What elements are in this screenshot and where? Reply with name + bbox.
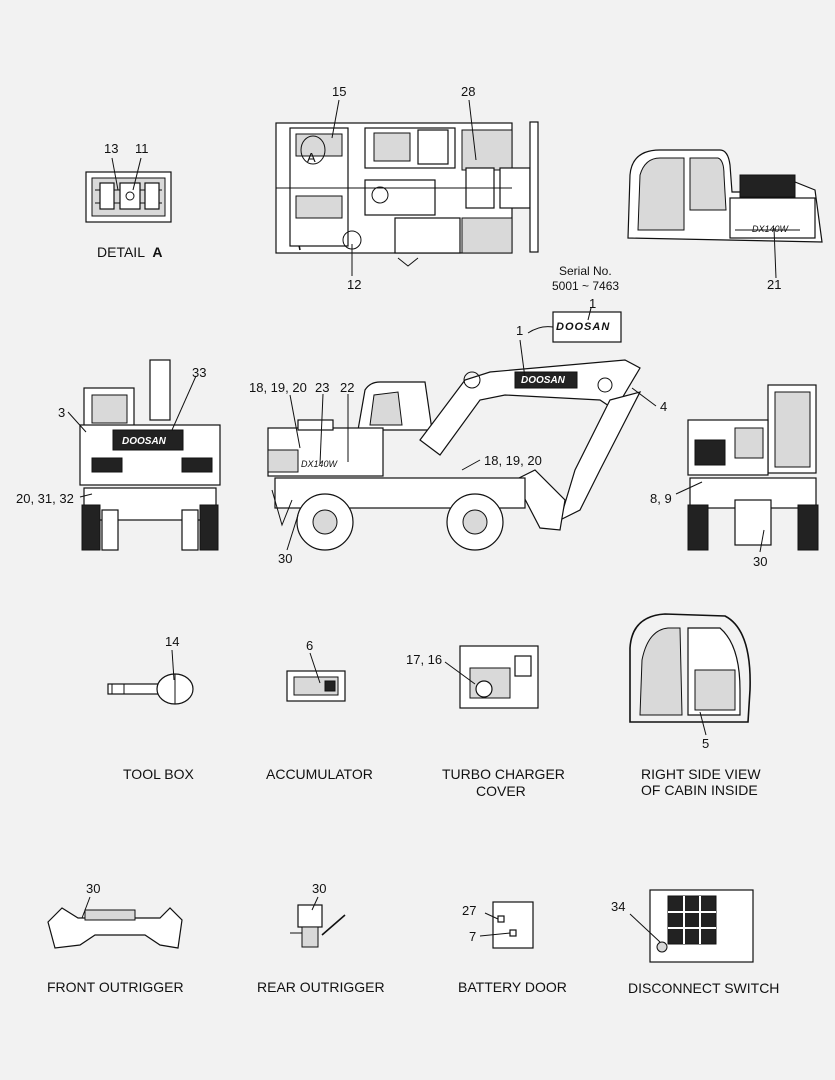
serial-range-label: 5001 ~ 7463	[552, 279, 620, 293]
callout-34: 34	[611, 899, 626, 914]
rear-view-drawing	[675, 384, 819, 553]
callout-17-16: 17, 16	[406, 652, 443, 667]
front-logo: DOOSAN	[122, 436, 166, 447]
callout-22: 22	[340, 380, 355, 395]
callout-a: A	[307, 150, 316, 165]
callout-23: 23	[315, 380, 330, 395]
callout-5: 5	[702, 736, 710, 751]
callout-20-31-32: 20, 31, 32	[16, 491, 74, 506]
front-outrigger-drawing	[47, 896, 183, 949]
callout-8-9: 8, 9	[650, 491, 672, 506]
top-view-drawing	[275, 99, 539, 276]
front-view-drawing	[67, 359, 221, 551]
callout-14: 14	[165, 634, 180, 649]
callout-3: 3	[58, 405, 66, 420]
callout-6: 6	[306, 638, 314, 653]
callout-1-boom: 1	[516, 323, 524, 338]
callout-18-19-20-right: 18, 19, 20	[484, 453, 542, 468]
cab-model-label: DX140W	[752, 224, 789, 234]
callout-21: 21	[767, 277, 782, 292]
battery-door-caption: BATTERY DOOR	[458, 979, 567, 995]
callout-28: 28	[461, 84, 476, 99]
serial-logo-box	[527, 307, 622, 343]
callout-11: 11	[135, 141, 149, 156]
front-outrigger-caption: FRONT OUTRIGGER	[47, 979, 184, 995]
cabin-caption-line2: OF CABIN INSIDE	[641, 782, 758, 798]
tool-box-caption: TOOL BOX	[123, 766, 194, 782]
callout-30-front-outrigger: 30	[86, 881, 101, 896]
callout-30-side: 30	[278, 551, 293, 566]
callout-7: 7	[469, 929, 477, 944]
turbo-charger-cover-drawing	[444, 645, 539, 709]
callout-30-rear: 30	[753, 554, 768, 569]
cab-side-view-drawing	[627, 149, 823, 279]
accumulator-drawing	[286, 652, 346, 702]
callout-4: 4	[660, 399, 668, 414]
cabin-inside-drawing	[629, 613, 751, 736]
callout-1-serial: 1	[589, 296, 597, 311]
side-model-label: DX140W	[301, 459, 338, 469]
detail-a-caption: DETAIL A	[97, 244, 162, 261]
turbo-caption-line1: TURBO CHARGER	[442, 766, 565, 782]
callout-12: 12	[347, 277, 362, 292]
detail-a-caption-letter: A	[152, 244, 163, 260]
callout-33: 33	[192, 365, 207, 380]
tool-box-drawing	[107, 649, 194, 705]
detail-a-caption-word: DETAIL	[97, 244, 145, 260]
accumulator-caption: ACCUMULATOR	[266, 766, 373, 782]
battery-door-drawing	[479, 901, 534, 949]
serial-box-logo: DOOSAN	[556, 321, 611, 333]
disconnect-switch-caption: DISCONNECT SWITCH	[628, 980, 780, 996]
serial-no-label: Serial No.	[559, 264, 612, 278]
boom-logo: DOOSAN	[521, 375, 565, 386]
callout-15: 15	[332, 84, 347, 99]
callout-30-rear-outrigger: 30	[312, 881, 327, 896]
callout-18-19-20-left: 18, 19, 20	[249, 380, 307, 395]
detail-a-drawing	[85, 157, 172, 223]
disconnect-switch-drawing	[629, 889, 754, 963]
rear-outrigger-drawing	[290, 896, 346, 948]
callout-27: 27	[462, 903, 477, 918]
cabin-caption-line1: RIGHT SIDE VIEW	[641, 766, 761, 782]
left-side-view-drawing	[267, 339, 657, 551]
callout-13: 13	[104, 141, 119, 156]
turbo-caption-line2: COVER	[476, 783, 526, 799]
rear-outrigger-caption: REAR OUTRIGGER	[257, 979, 385, 995]
